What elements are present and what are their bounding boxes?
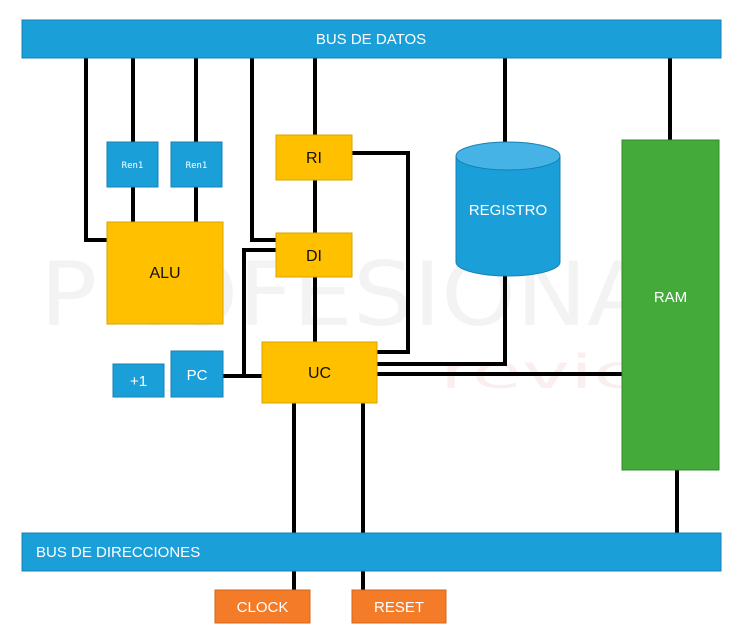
pc-label: PC <box>187 367 208 384</box>
ren1-block-b: Ren1 <box>170 141 223 188</box>
ren1-b-label: Ren1 <box>186 161 208 171</box>
ren1-block-a: Ren1 <box>106 141 159 188</box>
wires <box>84 56 679 592</box>
wire-di-to-pc <box>242 248 278 378</box>
reset-block: RESET <box>351 589 447 624</box>
registro-label: REGISTRO <box>469 202 547 219</box>
ri-block: RI <box>275 134 353 181</box>
clock-block: CLOCK <box>214 589 311 624</box>
di-block: DI <box>275 232 353 278</box>
ren1-a-label: Ren1 <box>122 161 144 171</box>
wire-registro-to-uc <box>375 274 507 366</box>
clock-label: CLOCK <box>237 599 289 616</box>
di-label: DI <box>306 248 322 265</box>
uc-label: UC <box>308 365 331 382</box>
data-bus: BUS DE DATOS <box>21 19 722 59</box>
reset-label: RESET <box>374 599 424 616</box>
wire-bus-to-alu-left <box>84 56 110 242</box>
wire-ri-to-uc <box>350 151 410 354</box>
registro-cylinder: REGISTRO <box>455 141 561 277</box>
ri-label: RI <box>306 150 322 167</box>
data-bus-label: BUS DE DATOS <box>316 31 426 48</box>
ram-label: RAM <box>654 289 687 306</box>
address-bus: BUS DE DIRECCIONES <box>21 532 722 572</box>
increment-label: +1 <box>130 373 147 390</box>
alu-label: ALU <box>149 265 180 282</box>
alu-block: ALU <box>106 221 224 325</box>
increment-block: +1 <box>112 363 165 398</box>
uc-block: UC <box>261 341 378 404</box>
ram-block: RAM <box>621 139 720 471</box>
pc-block: PC <box>170 350 224 398</box>
wire-bus-to-di <box>250 56 278 242</box>
address-bus-label: BUS DE DIRECCIONES <box>36 544 200 561</box>
